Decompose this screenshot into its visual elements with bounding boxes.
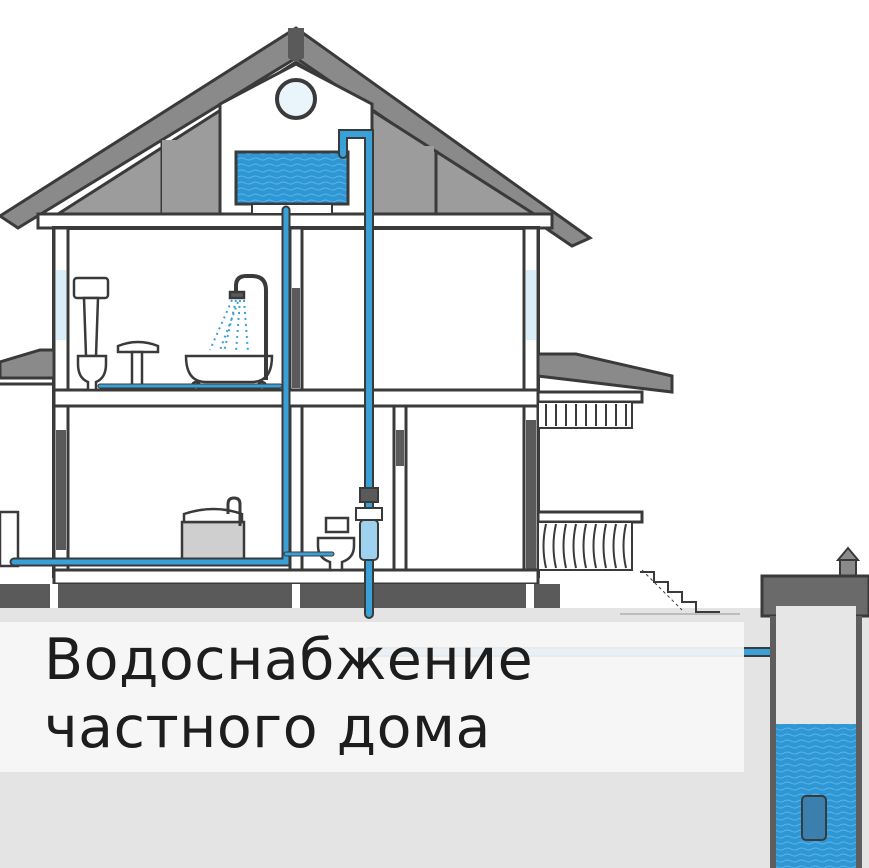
well xyxy=(760,546,869,868)
roof xyxy=(0,26,594,248)
title-line-2: частного дома xyxy=(44,695,491,761)
storage-tank xyxy=(234,150,350,215)
veranda xyxy=(536,352,720,613)
title-line-1: Водоснабжение xyxy=(44,627,534,693)
water-filter xyxy=(355,487,383,561)
submersible-pump xyxy=(801,795,827,841)
house-walls xyxy=(0,226,560,608)
ground-floor-fixtures xyxy=(0,496,356,572)
attic-window xyxy=(275,78,317,120)
left-eave xyxy=(0,348,56,386)
title-panel xyxy=(0,622,744,772)
